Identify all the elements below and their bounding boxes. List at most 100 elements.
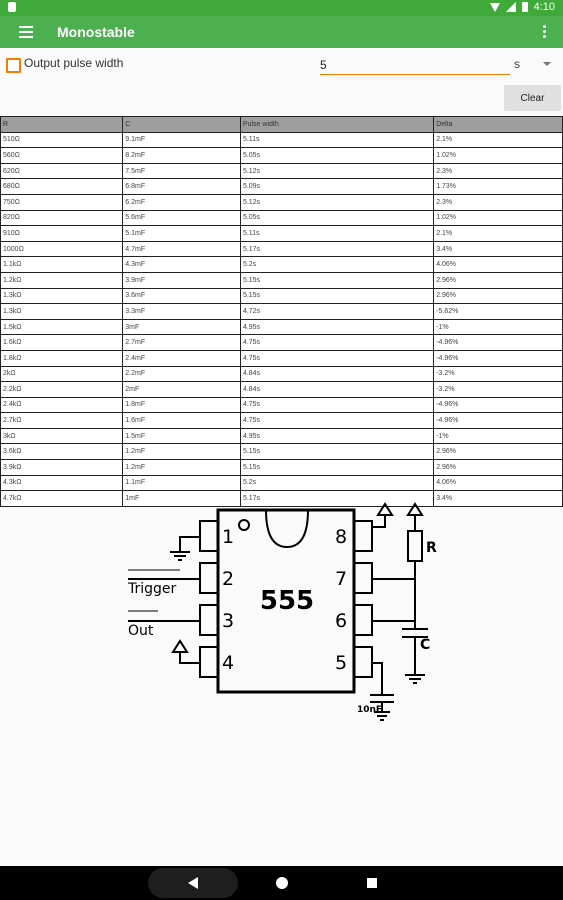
- home-icon[interactable]: [276, 877, 288, 889]
- pulse-width-input[interactable]: [320, 56, 510, 75]
- back-icon[interactable]: [188, 877, 198, 889]
- column-header: C: [122, 116, 241, 133]
- pin-label: 2: [222, 568, 234, 590]
- table-cell: 3.3mF: [122, 303, 241, 320]
- table-cell: 1.2mF: [122, 443, 241, 461]
- chip-notch: [265, 509, 309, 549]
- clear-button[interactable]: Clear: [504, 85, 561, 111]
- table-cell: -5.62%: [433, 303, 563, 320]
- pin-6: [353, 604, 373, 636]
- table-cell: 2.2kΩ: [0, 381, 124, 398]
- table-cell: 4.95s: [239, 427, 435, 445]
- table-cell: 2.96%: [433, 271, 563, 289]
- table-cell: 1000Ω: [0, 240, 124, 258]
- table-cell: -1%: [433, 318, 563, 336]
- table-cell: 5.05s: [239, 147, 435, 164]
- table-cell: 2.3%: [433, 162, 563, 180]
- table-cell: 4.75s: [239, 334, 435, 351]
- chevron-down-icon[interactable]: [543, 62, 551, 66]
- resistor-label: R: [426, 540, 437, 556]
- table-cell: 750Ω: [0, 193, 124, 211]
- table-cell: 4.3mF: [122, 256, 241, 273]
- table-cell: -1%: [433, 427, 563, 445]
- table-cell: 3mF: [122, 318, 241, 336]
- output-pulse-checkbox[interactable]: [6, 58, 21, 73]
- notification-icon: [8, 2, 16, 12]
- table-cell: 2.4kΩ: [0, 396, 124, 414]
- table-cell: 3.6kΩ: [0, 443, 124, 461]
- table-cell: 5.2s: [239, 256, 435, 273]
- table-cell: 3.9mF: [122, 271, 241, 289]
- table-cell: 8.2mF: [122, 147, 241, 164]
- table-cell: 1.8mF: [122, 396, 241, 414]
- table-cell: 820Ω: [0, 209, 124, 227]
- table-cell: 1.8kΩ: [0, 349, 124, 367]
- table-cell: 1.3kΩ: [0, 303, 124, 320]
- status-bar: 4:10: [0, 0, 563, 16]
- more-options-icon[interactable]: [543, 25, 547, 40]
- checkbox-label[interactable]: Output pulse width: [24, 56, 124, 70]
- pin-5: [353, 646, 373, 678]
- pin-label: 8: [335, 526, 347, 548]
- table-cell: 560Ω: [0, 147, 124, 164]
- table-cell: 1.02%: [433, 147, 563, 164]
- table-cell: 5.17s: [239, 490, 435, 507]
- pin-label: 4: [222, 652, 234, 674]
- pin-3: [199, 604, 219, 636]
- column-header: R: [0, 116, 124, 133]
- table-cell: 3.9kΩ: [0, 459, 124, 476]
- signal-icon: [505, 2, 516, 12]
- table-cell: 3.4%: [433, 240, 563, 258]
- unit-select[interactable]: s: [514, 57, 520, 71]
- table-cell: -3.2%: [433, 365, 563, 383]
- table-cell: 4.3kΩ: [0, 474, 124, 492]
- table-cell: 4.06%: [433, 256, 563, 273]
- menu-icon[interactable]: [19, 26, 33, 38]
- table-cell: 4.06%: [433, 474, 563, 492]
- status-time: 4:10: [533, 1, 555, 13]
- table-cell: 620Ω: [0, 162, 124, 180]
- table-cell: 1.1mF: [122, 474, 241, 492]
- table-cell: 1mF: [122, 490, 241, 507]
- options-row: Output pulse width s: [0, 52, 563, 80]
- trigger-label: Trigger: [127, 581, 177, 597]
- table-cell: 5.1mF: [122, 225, 241, 242]
- out-label: Out: [128, 623, 154, 639]
- pin-8: [353, 520, 373, 552]
- table-cell: 4.72s: [239, 303, 435, 320]
- table-cell: 5.12s: [239, 193, 435, 211]
- pin-label: 5: [335, 652, 347, 674]
- table-cell: 5.11s: [239, 131, 435, 149]
- recents-icon[interactable]: [367, 878, 377, 888]
- table-cell: 4.75s: [239, 349, 435, 367]
- table-cell: 2.7kΩ: [0, 412, 124, 429]
- pin-label: 7: [335, 568, 347, 590]
- table-cell: 2.4mF: [122, 349, 241, 367]
- table-cell: 4.7mF: [122, 240, 241, 258]
- capacitor-label: C: [420, 637, 430, 653]
- table-cell: 2mF: [122, 381, 241, 398]
- table-cell: 5.15s: [239, 443, 435, 461]
- table-cell: -4.96%: [433, 396, 563, 414]
- table-cell: 7.5mF: [122, 162, 241, 180]
- chip-body: [216, 508, 356, 694]
- pin-7: [353, 562, 373, 594]
- table-cell: 6.2mF: [122, 193, 241, 211]
- table-cell: 5.15s: [239, 459, 435, 476]
- schematic-diagram: 555 1 2 3 4 5 6 7 8 Trigger Out R C 10nF: [127, 502, 437, 721]
